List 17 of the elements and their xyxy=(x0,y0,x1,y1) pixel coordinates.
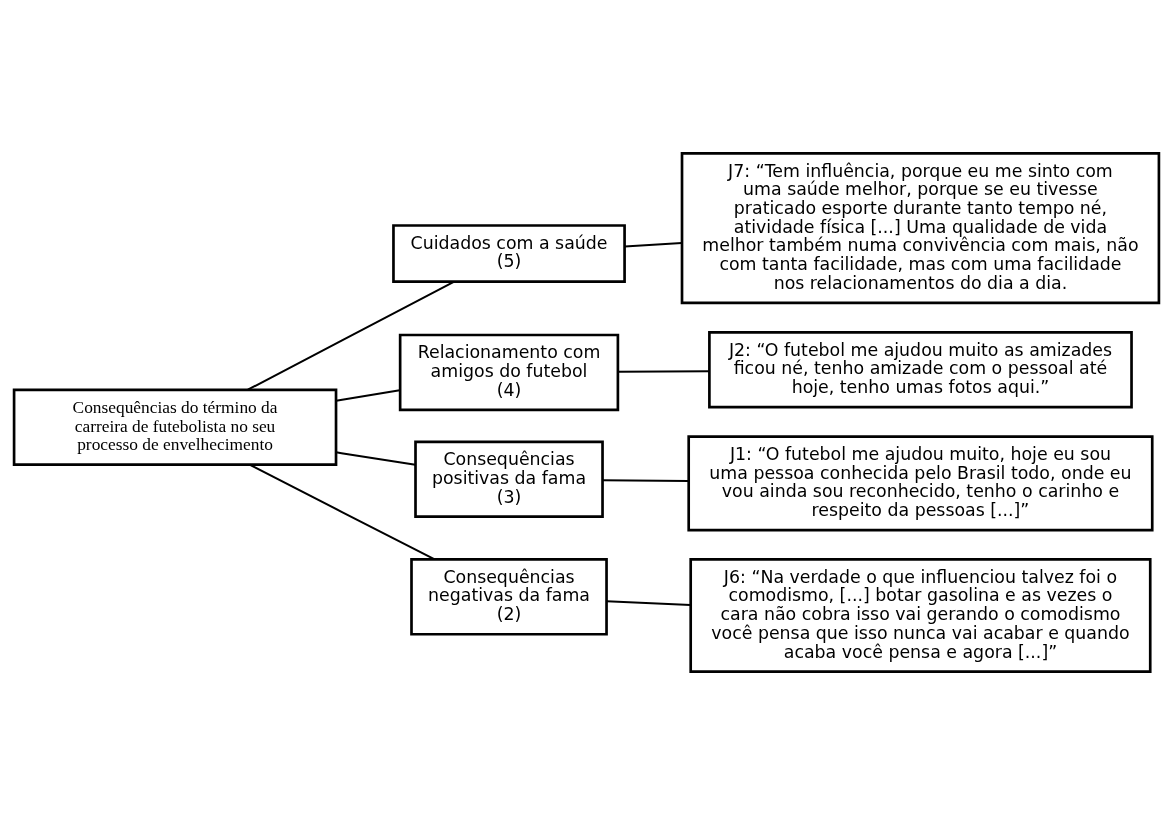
node-box: J6: “Na verdade o que influenciou talvez foi o comodismo, [...] botar gasolina e as vezes o cara não cobra isso vai gerando o comodismo você pensa que isso nunca vai acabar e quando acaba você pensa e agora [...]” xyxy=(689,558,1152,673)
node-box: Consequências positivas da fama (3) xyxy=(414,440,604,519)
node-box: Cuidados com a saúde (5) xyxy=(392,224,626,283)
connector xyxy=(617,370,711,373)
node-box: J7: “Tem influência, porque eu me sinto com uma saúde melhor, porque se eu tivesse praticado esporte durante tanto tempo né, atividade física [...] Uma qualidade de vida melhor também numa convivência com mais, não com tanta facilidade, mas com uma facilidade nos relacionamentos do dia a dia. xyxy=(680,152,1161,305)
connector xyxy=(623,241,683,248)
node-box: Consequências negativas da fama (2) xyxy=(410,558,608,636)
connector xyxy=(605,600,692,607)
connector xyxy=(335,451,417,466)
connector xyxy=(246,280,455,391)
node-box: J1: “O futebol me ajudou muito, hoje eu sou uma pessoa conhecida pelo Brasil todo, onde eu vou ainda sou reconhecido, tenho o carinho e respeito da pessoas [...]” xyxy=(687,435,1154,532)
node-box: Relacionamento com amigos do futebol (4) xyxy=(398,333,620,412)
connector xyxy=(335,389,401,402)
node-box: Consequências do término da carreira de futebolista no seu processo de envelhecimento xyxy=(12,388,338,466)
connector xyxy=(601,479,690,483)
node-box: J2: “O futebol me ajudou muito as amizades ficou né, tenho amizade com o pessoal até hoje, tenho umas fotos aqui.” xyxy=(708,331,1133,409)
connector xyxy=(248,463,436,561)
